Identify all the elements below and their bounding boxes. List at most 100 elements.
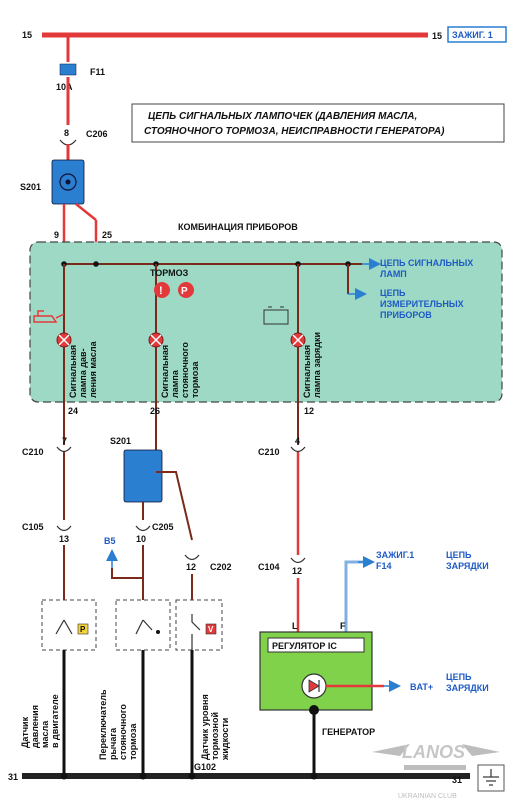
brake-lamp-icon — [148, 332, 164, 348]
c210-right-pin: 4 — [295, 436, 300, 446]
generator-label: ГЕНЕРАТОР — [322, 727, 375, 737]
instrument-cluster — [29, 241, 503, 403]
c205-pin: 10 — [136, 534, 146, 544]
brake-label: ТОРМОЗ — [150, 268, 189, 278]
sensor-brake-label: Переключатель рычага стояночного тормоза — [98, 689, 138, 760]
svg-text:Сигнальная: Сигнальная — [160, 345, 170, 398]
svg-text:Датчик: Датчик — [20, 716, 30, 748]
svg-text:ления масла: ления масла — [88, 340, 98, 398]
wire-f14 — [344, 560, 368, 632]
battery-icon — [263, 306, 289, 325]
regulator-label-box — [267, 637, 365, 653]
s201-top-label: S201 — [20, 182, 41, 192]
charge-lamp-icon — [290, 332, 306, 348]
svg-text:Датчик уровня: Датчик уровня — [200, 694, 210, 760]
bat-charge-l1: ЦЕПЬ — [446, 672, 472, 682]
c210-right-id: C210 — [258, 447, 280, 457]
svg-text:UKRAINIAN CLUB: UKRAINIAN CLUB — [398, 793, 457, 800]
svg-text:тормоза: тормоза — [190, 361, 200, 398]
svg-text:тормозной: тормозной — [210, 712, 220, 760]
lamp-charge-label: Сигнальная лампа зарядки — [302, 332, 322, 398]
ignition-label: ЗАЖИГ. 1 — [452, 30, 493, 40]
title-line1: ЦЕПЬ СИГНАЛЬНЫХ ЛАМПОЧЕК (ДАВЛЕНИЯ МАСЛА… — [148, 111, 417, 122]
c206-id: C206 — [86, 129, 108, 139]
cluster-pin-9: 9 — [54, 230, 59, 240]
f14-l2: F14 — [376, 561, 392, 571]
wire-s201-to-c202 — [156, 471, 193, 541]
svg-text:лампа: лампа — [170, 369, 180, 398]
svg-text:лампа зарядки: лампа зарядки — [312, 332, 322, 398]
f14-charge-l1: ЦЕПЬ — [446, 550, 472, 560]
out-signal-l2: ЛАМП — [380, 269, 407, 279]
svg-text:масла: масла — [40, 720, 50, 748]
svg-text:лампа дав-: лампа дав- — [78, 348, 88, 398]
out-gauge-l3: ПРИБОРОВ — [380, 310, 432, 320]
ground-right-num: 31 — [452, 775, 462, 785]
c104-pin: 12 — [292, 566, 302, 576]
oil-lamp-icon — [56, 332, 72, 348]
fluid-sensor-v-icon — [205, 623, 217, 635]
s201-mid-splice — [123, 449, 163, 503]
svg-text:давления: давления — [30, 705, 40, 748]
c105-id: C105 — [22, 522, 44, 532]
out-gauge-l1: ЦЕПЬ — [380, 288, 406, 298]
out-signal-l1: ЦЕПЬ СИГНАЛЬНЫХ — [380, 258, 473, 268]
svg-text:P: P — [80, 625, 86, 634]
out-gauge-l2: ИЗМЕРИТЕЛЬНЫХ — [380, 299, 464, 309]
fuse-f11 — [59, 63, 77, 76]
top-bus-right-num: 15 — [432, 31, 442, 41]
ground-left-num: 31 — [8, 772, 18, 782]
c206-pin: 8 — [64, 128, 69, 138]
svg-text:стояночного: стояночного — [180, 342, 190, 398]
fuse-id: F11 — [90, 67, 105, 77]
f14-charge-l2: ЗАРЯДКИ — [446, 561, 489, 571]
c210-left-pin: 7 — [62, 436, 67, 446]
oil-can-icon — [33, 310, 65, 323]
top-bus-left-num: 15 — [22, 30, 32, 40]
sensor-oil-label: Датчик давления масла в двигателе — [20, 694, 60, 748]
f14-l1: ЗАЖИГ.1 — [376, 550, 414, 560]
lanos-watermark-logo: LANOS UKRAINIAN CLUB — [372, 742, 500, 800]
b5-label: B5 — [104, 536, 116, 546]
oil-sensor-p-icon — [77, 623, 89, 635]
c104-id: C104 — [258, 562, 280, 572]
svg-text:Сигнальная: Сигнальная — [68, 345, 78, 398]
cluster-label: КОМБИНАЦИЯ ПРИБОРОВ — [178, 222, 298, 232]
c210-left-id: C210 — [22, 447, 44, 457]
fuse-rating: 10A — [56, 82, 73, 92]
g102-label: G102 — [194, 762, 216, 772]
ignition-label-box — [447, 26, 507, 43]
svg-text:Переключатель: Переключатель — [98, 689, 108, 760]
title-box — [131, 103, 505, 143]
svg-text:рычага: рычага — [108, 727, 118, 760]
sensor-fluid-label: Датчик уровня тормозной жидкости — [200, 694, 230, 761]
lamp-oil-label: Сигнальная лампа дав- ления масла — [68, 340, 98, 398]
pin-oil: 24 — [68, 406, 78, 416]
svg-text:стояночного: стояночного — [118, 704, 128, 760]
svg-text:в двигателе: в двигателе — [50, 694, 60, 748]
svg-text:жидкости: жидкости — [220, 718, 230, 761]
bat-charge-l2: ЗАРЯДКИ — [446, 683, 489, 693]
svg-text:тормоза: тормоза — [128, 723, 138, 760]
ground-symbol-icon — [477, 764, 505, 792]
regulator-l: L — [292, 621, 298, 631]
c202-pin: 12 — [186, 562, 196, 572]
c105-pin: 13 — [59, 534, 69, 544]
lamp-brake-label: Сигнальная лампа стояночного тормоза — [160, 342, 200, 398]
pin-charge: 12 — [304, 406, 314, 416]
svg-text:LANOS: LANOS — [402, 742, 465, 762]
regulator-label: РЕГУЛЯТОР IC — [272, 641, 337, 651]
svg-text:P: P — [181, 286, 188, 297]
bat-label: BAT+ — [410, 682, 433, 692]
parking-brake-switch — [115, 599, 171, 651]
brake-warning-icon: ! — [154, 282, 170, 298]
cluster-pin-25: 25 — [102, 230, 112, 240]
c205-id: C205 — [152, 522, 174, 532]
svg-text:V: V — [208, 625, 214, 634]
title-line2: СТОЯНОЧНОГО ТОРМОЗА, НЕИСПРАВНОСТИ ГЕНЕР… — [144, 126, 445, 137]
svg-text:!: ! — [159, 285, 163, 297]
svg-text:Сигнальная: Сигнальная — [302, 345, 312, 398]
regulator-f: F — [340, 621, 346, 631]
diode-icon — [301, 673, 327, 699]
